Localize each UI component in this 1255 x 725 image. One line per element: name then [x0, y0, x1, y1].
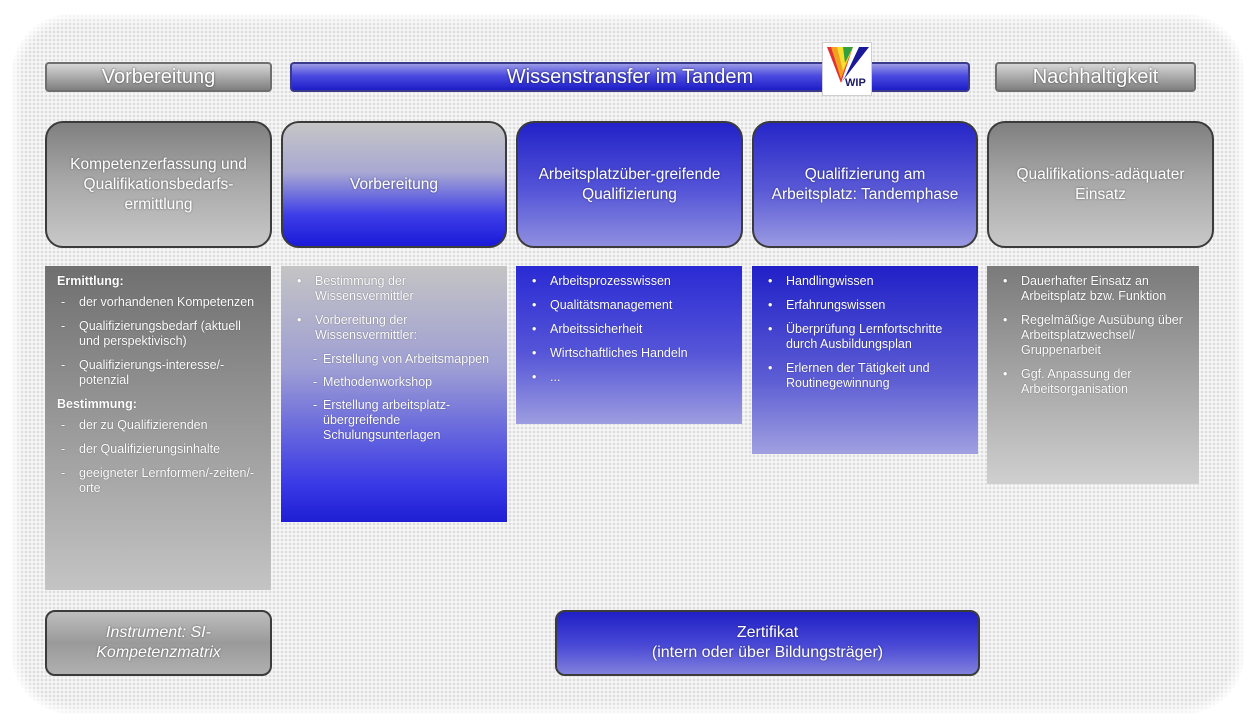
list-item: -der zu Qualifizierenden	[61, 418, 208, 432]
header-vorbereitung: Vorbereitung	[45, 62, 272, 92]
details-einsatz: •Dauerhafter Einsatz an Arbeitsplatz bzw…	[987, 266, 1199, 484]
list-item: •Erlernen der Tätigkeit und Routinegewin…	[768, 361, 930, 390]
phase-3-label: Arbeitsplatzüber-greifende Qualifizierun…	[538, 165, 721, 203]
list-item: -der vorhandenen Kompetenzen	[61, 295, 255, 309]
logo-text: WIP	[845, 77, 866, 89]
details-tandemphase: •Handlingwissen •Erfahrungswissen •Überp…	[752, 266, 978, 454]
list-subitem: -Methodenworkshop	[313, 375, 433, 389]
certificate-box: Zertifikat (intern oder über Bildungsträ…	[555, 610, 980, 676]
list-item: -geeigneter Lernformen/-zeiten/-orte	[61, 466, 255, 495]
phase-1-label: Kompetenzerfassung und Qualifikationsbed…	[70, 155, 247, 213]
list-item: •Vorbereitung der Wissensvermittler:	[297, 313, 418, 342]
phase-arbeitsplatzuebergreifend: Arbeitsplatzüber-greifende Qualifizierun…	[516, 121, 743, 248]
phase-vorbereitung: Vorbereitung	[281, 121, 507, 248]
details-kompetenzerfassung: Ermittlung: -der vorhandenen Kompetenzen…	[45, 266, 271, 590]
details-heading-ermittlung: Ermittlung:	[57, 274, 124, 288]
phase-4-label: Qualifizierung am Arbeitsplatz: Tandemph…	[771, 165, 959, 203]
instrument-label: Instrument: SI-Kompetenzmatrix	[96, 624, 221, 661]
list-item: •Dauerhafter Einsatz an Arbeitsplatz bzw…	[1003, 274, 1167, 303]
phase-einsatz: Qualifikations-adäquater Einsatz	[987, 121, 1214, 248]
list-item: •Arbeitsprozesswissen	[532, 274, 671, 288]
list-subitem: -Erstellung von Arbeitsmappen	[313, 352, 490, 366]
list-item: •...	[532, 370, 561, 384]
list-item: •Handlingwissen	[768, 274, 874, 288]
list-item: •Überprüfung Lernfortschritte durch Ausb…	[768, 322, 943, 351]
certificate-subtitle: (intern oder über Bildungsträger)	[651, 644, 884, 661]
wip-logo-graphic	[827, 47, 869, 83]
details-heading-bestimmung: Bestimmung:	[57, 397, 137, 411]
list-item: -Qualifizierungs-interesse/-potenzial	[61, 358, 225, 387]
list-item: -der Qualifizierungsinhalte	[61, 442, 221, 456]
list-item: •Ggf. Anpassung der Arbeitsorganisation	[1003, 367, 1132, 396]
phase-2-label: Vorbereitung	[350, 175, 438, 193]
list-subitem: -Erstellung arbeitsplatz-übergreifende S…	[313, 398, 451, 442]
wip-logo-icon: WIP	[822, 42, 872, 96]
list-item: -Qualifizierungsbedarf (aktuell und pers…	[61, 319, 241, 348]
details-arbeitsplatzuebergreifend: •Arbeitsprozesswissen •Qualitätsmanageme…	[516, 266, 742, 424]
phase-kompetenzerfassung: Kompetenzerfassung und Qualifikationsbed…	[45, 121, 272, 248]
instrument-box: Instrument: SI-Kompetenzmatrix	[45, 610, 272, 676]
details-vorbereitung: •Bestimmung der Wissensvermittler •Vorbe…	[281, 266, 507, 522]
list-item: •Bestimmung der Wissensvermittler	[297, 274, 414, 303]
header-nachhaltigkeit: Nachhaltigkeit	[995, 62, 1196, 92]
certificate-title: Zertifikat	[736, 624, 799, 641]
list-item: •Wirtschaftliches Handeln	[532, 346, 688, 360]
list-item: •Arbeitssicherheit	[532, 322, 643, 336]
list-item: •Erfahrungswissen	[768, 298, 886, 312]
phase-tandemphase: Qualifizierung am Arbeitsplatz: Tandemph…	[752, 121, 978, 248]
list-item: •Regelmäßige Ausübung über Arbeitsplatzw…	[1003, 313, 1183, 357]
list-item: •Qualitätsmanagement	[532, 298, 673, 312]
phase-5-label: Qualifikations-adäquater Einsatz	[1016, 165, 1185, 203]
